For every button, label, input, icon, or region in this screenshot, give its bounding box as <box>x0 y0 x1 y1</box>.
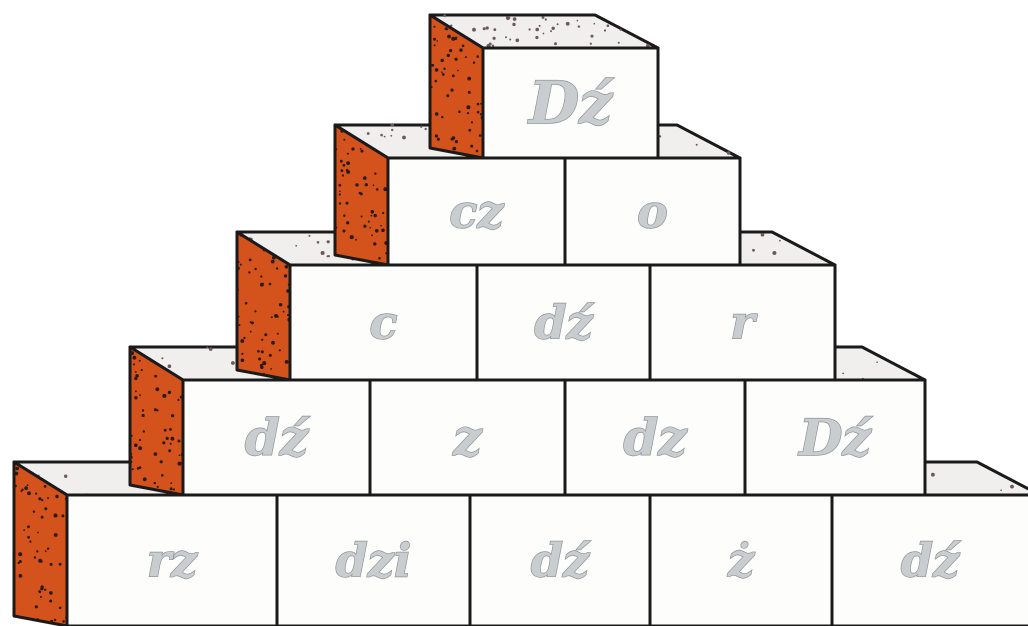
brick: dzi <box>275 493 472 626</box>
brick-syllable: rz <box>147 534 198 588</box>
brick-front-face <box>648 263 837 382</box>
brick-front-face <box>830 493 1028 626</box>
brick: dz <box>563 378 747 497</box>
brick: dź <box>830 493 1028 626</box>
brick: Dź <box>743 378 927 497</box>
brick: dź <box>475 263 652 382</box>
brick: Dź <box>481 46 660 160</box>
brick: dź <box>181 378 372 497</box>
brick: dź <box>468 493 652 626</box>
brick: c <box>288 263 479 382</box>
brick-syllable: r <box>730 296 758 350</box>
brick: z <box>368 378 567 497</box>
brick: r <box>648 263 837 382</box>
brick-front-face <box>475 263 652 382</box>
brick-syllable: dzi <box>336 534 412 588</box>
brick-front-face <box>481 46 660 160</box>
brick: rz <box>65 493 279 626</box>
brick-front-face <box>65 493 279 626</box>
brick-front-face <box>743 378 927 497</box>
brick-side-face <box>12 460 69 626</box>
brick-syllable: dz <box>623 408 688 467</box>
brick-front-face <box>368 378 567 497</box>
brick-syllable: o <box>637 185 668 239</box>
brick: o <box>563 156 742 267</box>
brick-syllable: c <box>369 296 397 350</box>
brick-syllable: dź <box>531 534 591 588</box>
brick-front-face <box>288 263 479 382</box>
brick-syllable: ż <box>727 534 755 588</box>
brick-front-face <box>468 493 652 626</box>
brick-syllable: Dź <box>527 69 614 137</box>
brick-front-face <box>386 156 567 267</box>
brick-syllable: Dź <box>797 408 872 467</box>
brick: ż <box>648 493 834 626</box>
brick: cz <box>386 156 567 267</box>
brick-syllable: dź <box>534 296 594 350</box>
brick-syllable: cz <box>449 185 504 239</box>
brick-front-face <box>563 156 742 267</box>
brick-syllable: dź <box>245 408 310 467</box>
brick-syllable: z <box>452 408 483 467</box>
brick-front-face <box>181 378 372 497</box>
brick-syllable: dź <box>901 534 961 588</box>
